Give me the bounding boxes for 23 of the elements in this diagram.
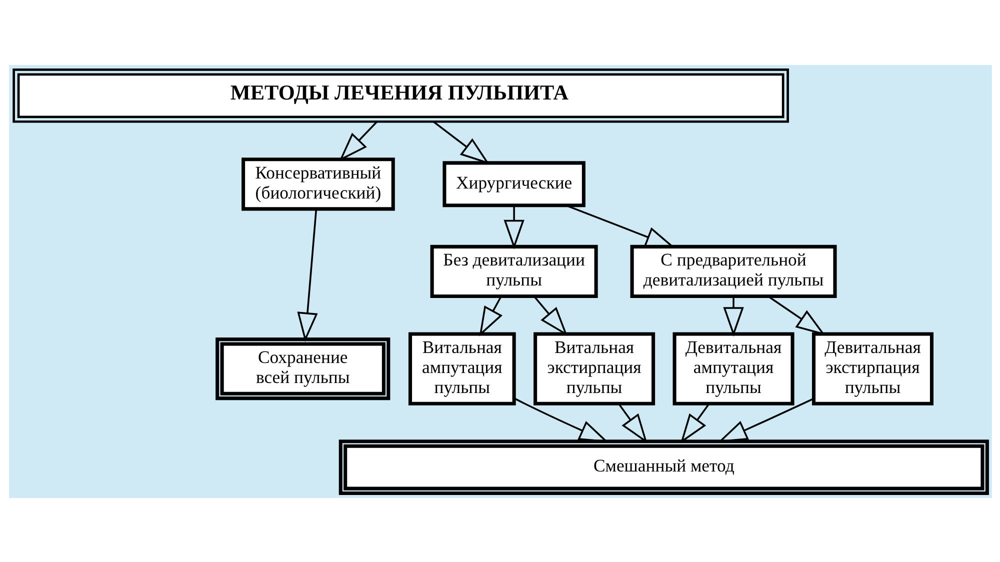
arrow [513, 397, 608, 442]
node-box: Хирургические [442, 160, 585, 207]
arrow [296, 208, 318, 342]
arrow [338, 120, 378, 161]
arrow [617, 402, 647, 443]
node-box: Девитальная ампутация пульпы [672, 332, 794, 405]
arrow [432, 120, 490, 164]
arrow [533, 296, 568, 336]
node-box: С предварительной девитализацией пульпы [630, 244, 836, 298]
arrow [722, 296, 744, 336]
node-box: Консервативный (биологический) [241, 157, 394, 210]
arrow [478, 296, 502, 336]
node-box: МЕТОДЫ ЛЕЧЕНИЯ ПУЛЬПИТА [12, 68, 788, 122]
node-box: Витальная ампутация пульпы [408, 332, 516, 405]
node-box: Сохранение всей пульпы [215, 337, 390, 400]
node-box: Смешанный метод [338, 439, 988, 495]
arrow [503, 204, 524, 249]
arrow [565, 204, 675, 248]
node-box: Девитальная экстирпация пульпы [811, 332, 933, 405]
node-box: Без девитализации пульпы [430, 244, 598, 298]
arrow [767, 295, 825, 335]
arrow [680, 402, 710, 443]
node-box: Витальная экстирпация пульпы [533, 332, 655, 405]
